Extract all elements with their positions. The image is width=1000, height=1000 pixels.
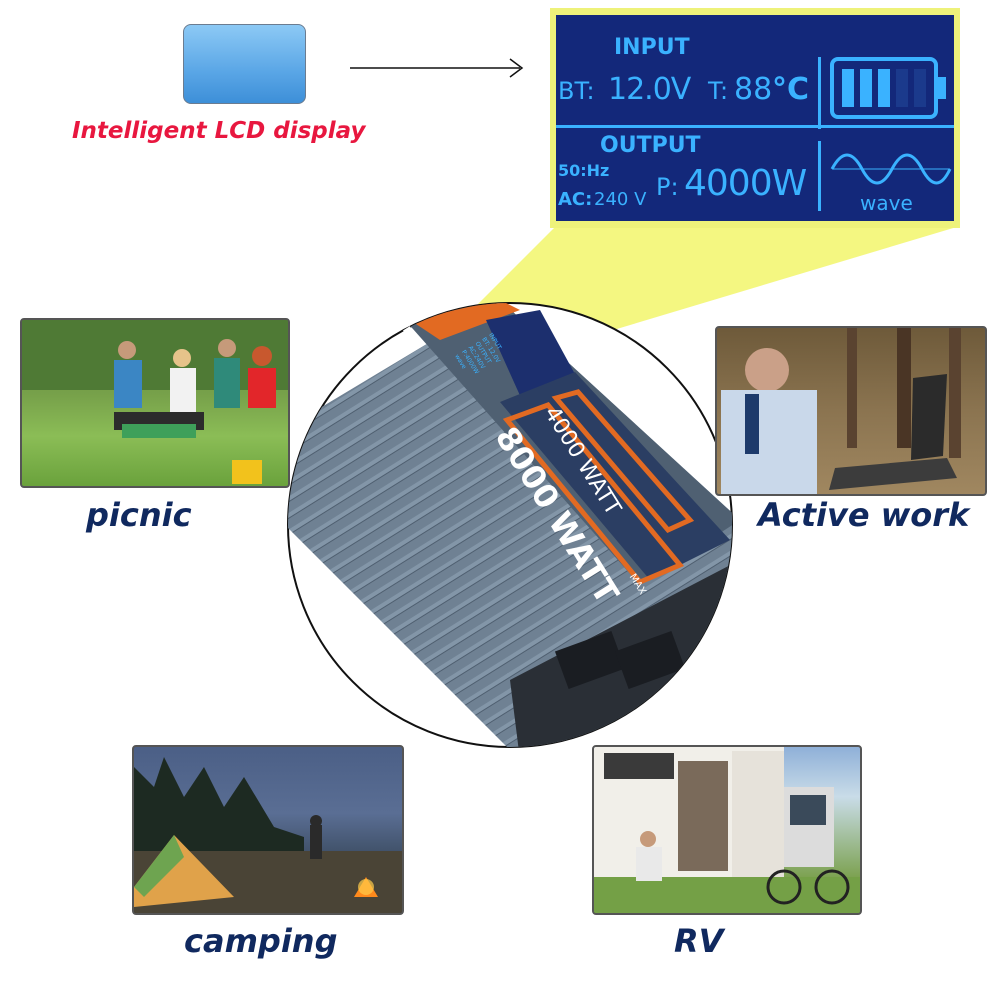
rv-photo bbox=[592, 745, 862, 915]
active-work-illustration bbox=[721, 328, 961, 494]
lcd-power-value: 4000W bbox=[684, 163, 807, 204]
active-work-photo bbox=[715, 326, 987, 496]
battery-bar bbox=[914, 69, 926, 107]
sine-wave-icon bbox=[830, 153, 952, 185]
battery-icon bbox=[830, 57, 946, 119]
lcd-temp-label: T: bbox=[708, 77, 729, 105]
lcd-screen: INPUT BT: 12.0V T: 88 °C OUTPUT 50:Hz AC… bbox=[556, 15, 954, 221]
lcd-divider bbox=[818, 141, 821, 211]
lcd-power-label: P: bbox=[656, 173, 679, 201]
lcd-wave-label: wave bbox=[860, 191, 913, 215]
lcd-temp-unit: °C bbox=[772, 72, 810, 107]
battery-bar bbox=[878, 69, 890, 107]
arrow-right-icon bbox=[350, 58, 524, 78]
lcd-panel: INPUT BT: 12.0V T: 88 °C OUTPUT 50:Hz AC… bbox=[550, 8, 960, 228]
battery-bar bbox=[896, 69, 908, 107]
lcd-hz-label: 50:Hz bbox=[558, 161, 610, 180]
caption-picnic: picnic bbox=[86, 496, 192, 534]
rv-illustration bbox=[594, 747, 860, 913]
lcd-temp-value: 88 bbox=[734, 72, 773, 107]
lcd-bt-value: 12.0V bbox=[608, 72, 691, 107]
lcd-caption: Intelligent LCD display bbox=[72, 118, 366, 144]
lcd-ac-label: AC: bbox=[558, 189, 593, 210]
lcd-output-label: OUTPUT bbox=[600, 133, 701, 158]
battery-bar bbox=[860, 69, 872, 107]
lcd-divider bbox=[818, 57, 821, 129]
camping-photo bbox=[132, 745, 404, 915]
caption-rv: RV bbox=[674, 922, 724, 960]
picnic-photo bbox=[20, 318, 290, 488]
lcd-divider bbox=[556, 125, 954, 128]
caption-camping: camping bbox=[184, 922, 338, 960]
caption-active-work: Active work bbox=[758, 496, 970, 534]
camping-illustration bbox=[134, 757, 402, 913]
lcd-input-label: INPUT bbox=[614, 35, 690, 60]
picnic-illustration bbox=[22, 320, 288, 484]
lcd-ac-value: 240 V bbox=[594, 189, 647, 210]
lcd-thumbnail bbox=[183, 24, 306, 104]
lcd-bt-label: BT: bbox=[558, 77, 595, 105]
battery-bar bbox=[842, 69, 854, 107]
